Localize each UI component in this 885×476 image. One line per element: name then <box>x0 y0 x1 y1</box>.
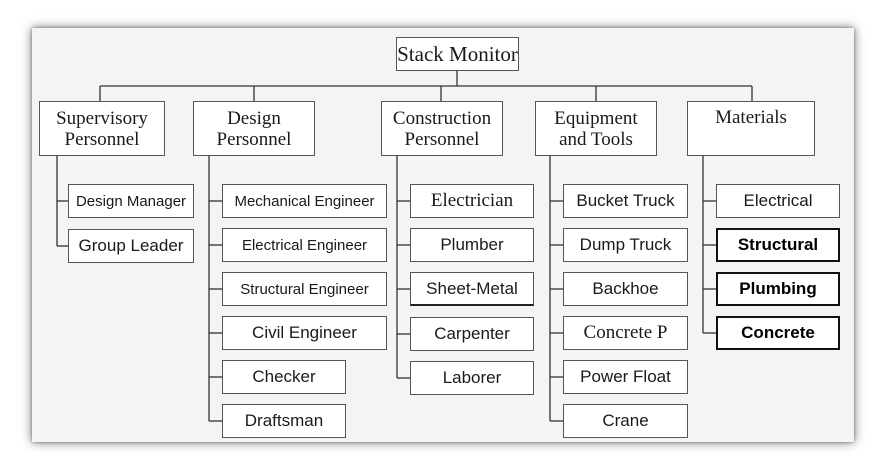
category-line2: Personnel <box>216 128 292 150</box>
category-line1: Supervisory <box>56 107 148 129</box>
leaf-plumber: Plumber <box>410 228 534 262</box>
leaf-sheet-metal: Sheet-Metal <box>410 272 534 306</box>
category-line2: and Tools <box>559 128 633 150</box>
leaf-draftsman: Draftsman <box>222 404 346 438</box>
leaf-civil-engineer: Civil Engineer <box>222 316 387 350</box>
leaf-dump-truck: Dump Truck <box>563 228 688 262</box>
leaf-electrical: Electrical <box>716 184 840 218</box>
leaf-checker: Checker <box>222 360 346 394</box>
leaf-design-manager: Design Manager <box>68 184 194 218</box>
category-line2: Personnel <box>64 128 140 150</box>
category-line2: Personnel <box>404 128 480 150</box>
leaf-backhoe: Backhoe <box>563 272 688 306</box>
category-equipment: Equipment and Tools <box>535 101 657 156</box>
category-line1: Design <box>227 107 281 129</box>
leaf-power-float: Power Float <box>563 360 688 394</box>
category-materials: Materials <box>687 101 815 156</box>
category-line1: Materials <box>715 107 787 128</box>
leaf-bucket-truck: Bucket Truck <box>563 184 688 218</box>
category-line1: Equipment <box>554 107 638 129</box>
leaf-crane: Crane <box>563 404 688 438</box>
category-supervisory: Supervisory Personnel <box>39 101 165 156</box>
leaf-concrete: Concrete <box>716 316 840 350</box>
category-construction: Construction Personnel <box>381 101 503 156</box>
leaf-mechanical-engineer: Mechanical Engineer <box>222 184 387 218</box>
leaf-concrete-p: Concrete P <box>563 316 688 350</box>
leaf-plumbing: Plumbing <box>716 272 840 306</box>
category-line1: Construction <box>392 107 492 129</box>
leaf-electrician: Electrician <box>410 184 534 218</box>
leaf-structural: Structural <box>716 228 840 262</box>
root-node: Stack Monitor <box>396 37 519 71</box>
leaf-electrical-engineer: Electrical Engineer <box>222 228 387 262</box>
leaf-group-leader: Group Leader <box>68 229 194 263</box>
leaf-laborer: Laborer <box>410 361 534 395</box>
category-design: Design Personnel <box>193 101 315 156</box>
leaf-structural-engineer: Structural Engineer <box>222 272 387 306</box>
leaf-carpenter: Carpenter <box>410 317 534 351</box>
